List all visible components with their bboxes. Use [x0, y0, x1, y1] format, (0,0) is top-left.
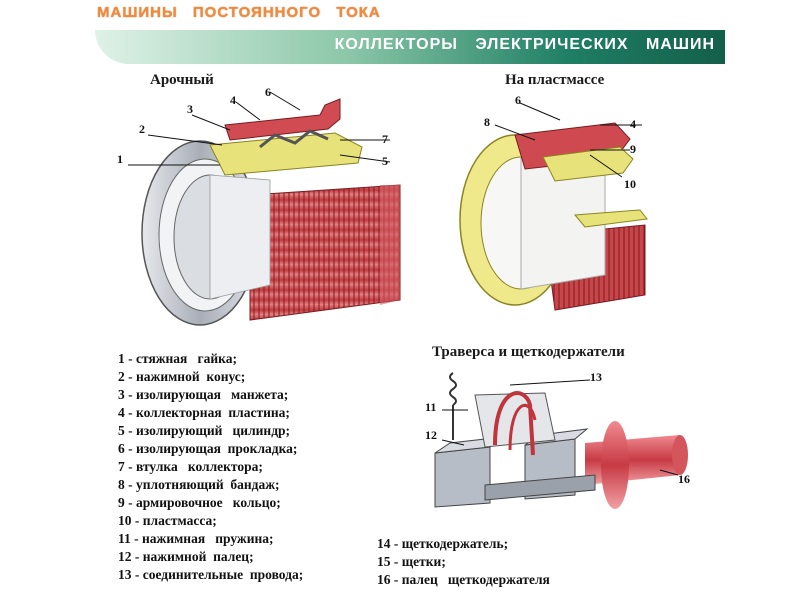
callout-1: 1 — [117, 152, 123, 166]
legend-item: 4 - коллекторная пластина; — [118, 405, 290, 420]
legend-item: 11 - нажимная пружина; — [118, 531, 274, 546]
callout-11: 11 — [425, 400, 437, 414]
section-banner: КОЛЛЕКТОРЫ ЭЛЕКТРИЧЕСКИХ МАШИН — [95, 30, 725, 64]
callout-12: 12 — [425, 428, 437, 442]
traverse-diagram — [434, 372, 688, 509]
legend-right: 14 - щеткодержатель; 15 - щетки; 16 - па… — [377, 535, 550, 589]
callout-13: 13 — [590, 370, 602, 384]
callout-6: 6 — [265, 85, 271, 99]
traverse-callout-lines — [441, 379, 679, 476]
callout-16: 16 — [678, 472, 690, 486]
legend-item: 16 - палец щеткодержателя — [377, 572, 550, 587]
callout-9: 9 — [630, 142, 636, 156]
callout-2: 2 — [139, 122, 145, 136]
legend-item: 8 - уплотняющий бандаж; — [118, 477, 280, 492]
arched-collector-diagram — [141, 98, 401, 326]
legend-item: 2 - нажимной конус; — [118, 369, 246, 384]
top-title: МАШИНЫ ПОСТОЯННОГО ТОКА — [97, 4, 381, 21]
legend-item: 3 - изолирующая манжета; — [118, 387, 289, 402]
arched-collector-title: Арочный — [150, 72, 214, 88]
legend-item: 1 - стяжная гайка; — [118, 351, 237, 366]
collector-plates — [249, 184, 401, 321]
insulating-cylinder — [209, 132, 363, 176]
legend-item: 7 - втулка коллектора; — [118, 459, 263, 474]
plastic-collector-title: На пластмассе — [505, 72, 605, 88]
legend-item: 10 - пластмасса; — [118, 513, 217, 528]
legend-item: 12 - нажимной палец; — [118, 549, 254, 564]
legend-left: 1 - стяжная гайка; 2 - нажимной конус; 3… — [118, 350, 303, 584]
arched-callout-lines — [128, 91, 391, 166]
callout-3: 3 — [187, 102, 193, 116]
legend-item: 9 - армировочное кольцо; — [118, 495, 281, 510]
connecting-wires — [493, 391, 535, 456]
callout-4b: 4 — [630, 117, 636, 131]
plastic-callout-lines — [494, 102, 642, 178]
callout-4: 4 — [230, 93, 236, 107]
legend-item: 6 - изолирующая прокладка; — [118, 441, 298, 456]
callout-6b: 6 — [515, 93, 521, 107]
pressure-spring — [449, 372, 457, 440]
legend-item: 13 - соединительные провода; — [118, 567, 304, 582]
collector-plate-profile — [224, 98, 341, 141]
callout-5: 5 — [382, 154, 388, 168]
legend-item: 15 - щетки; — [377, 554, 446, 569]
traverse-title: Траверса и щеткодержатели — [432, 344, 625, 360]
callout-8: 8 — [484, 115, 490, 129]
callout-7: 7 — [382, 132, 388, 146]
banner-title: КОЛЛЕКТОРЫ ЭЛЕКТРИЧЕСКИХ МАШИН — [334, 36, 715, 53]
legend-item: 5 - изолирующий цилиндр; — [118, 423, 291, 438]
plastic-collector-diagram — [459, 122, 648, 311]
legend-item: 14 - щеткодержатель; — [377, 536, 509, 551]
callout-10: 10 — [624, 177, 636, 191]
